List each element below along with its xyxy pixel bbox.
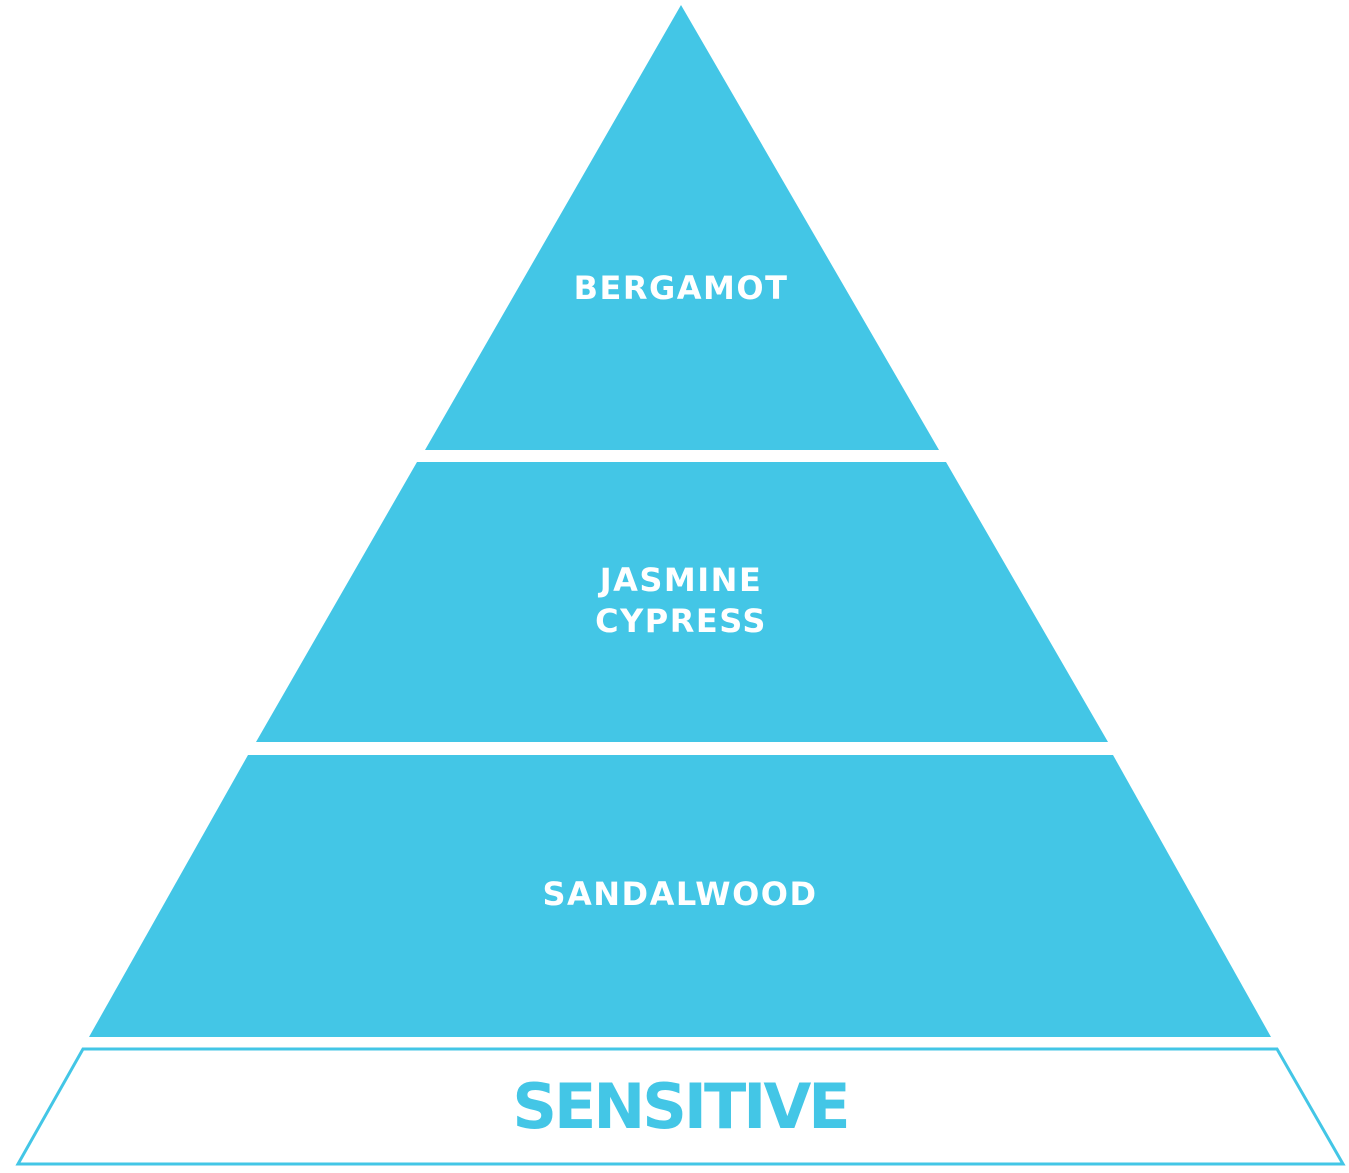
bottom-tier <box>89 755 1271 1037</box>
top-tier-label: BERGAMOT <box>574 269 789 307</box>
middle-tier <box>256 462 1108 742</box>
base-band <box>15 1047 1346 1166</box>
bottom-tier-label: SANDALWOOD <box>542 875 817 913</box>
middle-tier-label-line2: CYPRESS <box>595 602 767 640</box>
top-tier <box>425 5 939 450</box>
middle-tier-label-line1: JASMINE <box>598 561 763 599</box>
base-label: SENSITIVE <box>512 1070 847 1143</box>
